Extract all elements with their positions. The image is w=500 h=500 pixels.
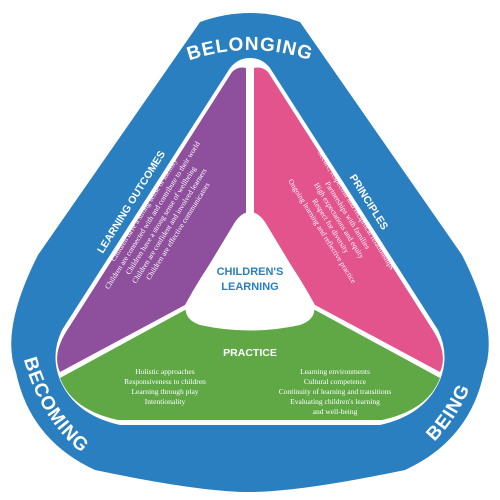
center-triangle [185, 212, 315, 331]
practice-item: Holistic approaches [135, 367, 194, 376]
practice-item: Evaluating children's learning [290, 397, 380, 406]
practice-item: Learning environments [300, 367, 370, 376]
practice-item: and well-being [313, 407, 358, 416]
practice-left-list: Holistic approaches Responsiveness to ch… [124, 367, 206, 406]
practice-item: Continuity of learning and transitions [279, 387, 392, 396]
learning-outcomes-section[interactable] [57, 67, 246, 373]
principles-text: PRINCIPLES Secure, respectful and recipr… [286, 149, 396, 286]
principles-section[interactable] [254, 67, 443, 373]
practice-item: Cultural competence [304, 377, 367, 386]
practice-item: Learning through play [131, 387, 198, 396]
practice-title: PRACTICE [223, 347, 277, 359]
practice-item: Intentionality [145, 397, 186, 406]
center-title-line2: LEARNING [221, 281, 278, 293]
center-title-line1: CHILDREN'S [217, 266, 284, 278]
practice-section[interactable] [60, 310, 440, 420]
practice-right-list: Learning environments Cultural competenc… [279, 367, 392, 416]
practice-item: Responsiveness to children [124, 377, 206, 386]
